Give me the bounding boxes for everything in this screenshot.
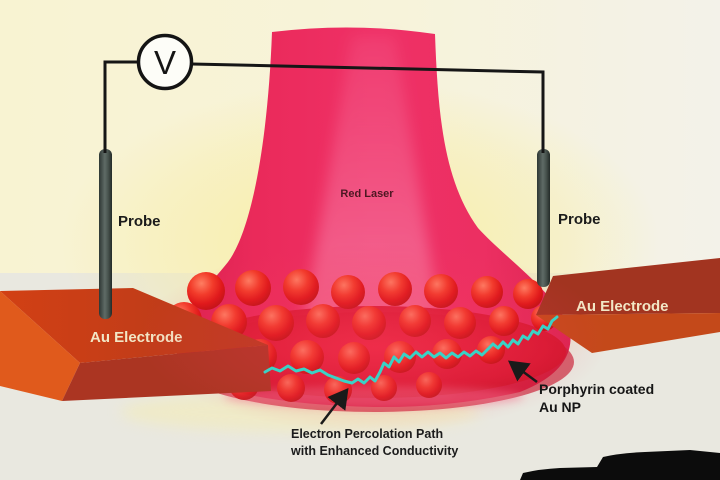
- porphyrin-caption-line2: Au NP: [539, 399, 581, 415]
- left-probe-label: Probe: [118, 213, 161, 230]
- percolation-arrow: [320, 388, 349, 425]
- red-haze: [139, 243, 609, 433]
- percolation-caption-line1: Electron Percolation Path: [291, 427, 443, 441]
- left-electrode-side-face: [0, 291, 80, 401]
- bottom-silhouette: [520, 450, 720, 480]
- right-probe-label: Probe: [558, 211, 601, 228]
- red-laser-label: Red Laser: [340, 188, 394, 200]
- porphyrin-arrow: [507, 360, 538, 384]
- right-wire: [191, 62, 545, 153]
- percolation-caption-line2: with Enhanced Conductivity: [290, 444, 458, 458]
- right-probe-rod: [537, 149, 550, 287]
- porphyrin-caption-line1: Porphyrin coated: [539, 381, 654, 397]
- right-electrode-label: Au Electrode: [576, 298, 669, 315]
- voltmeter-label: V: [154, 44, 176, 81]
- percolation-path: [263, 315, 559, 385]
- left-wire: [103, 60, 138, 153]
- left-probe-rod: [99, 149, 112, 319]
- voltmeter-circle: [136, 33, 194, 91]
- voltmeter-icon: V: [136, 33, 194, 91]
